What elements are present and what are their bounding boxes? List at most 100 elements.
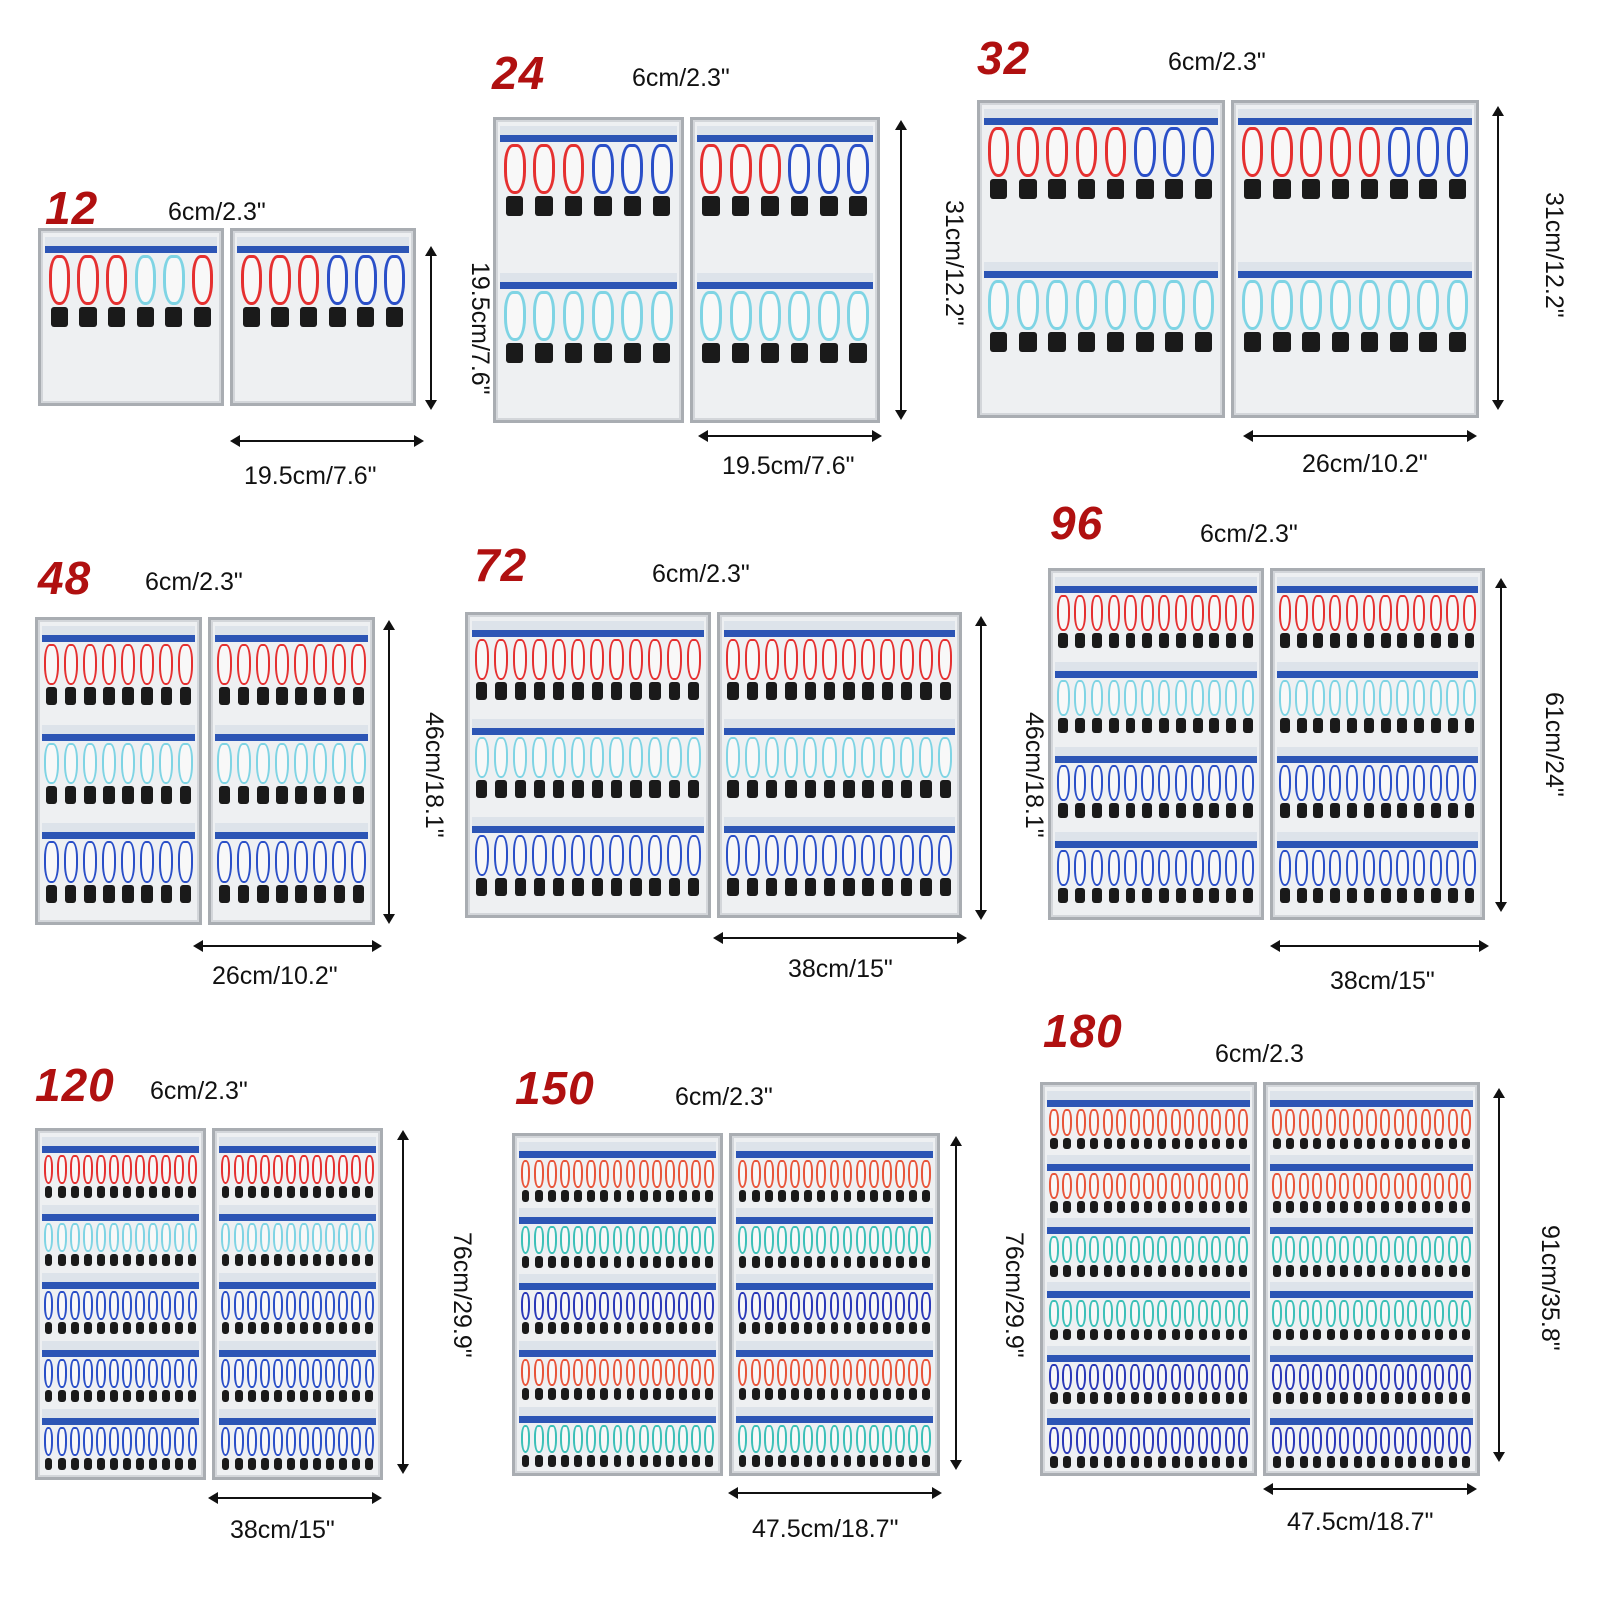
width-dimension-line	[1245, 435, 1475, 437]
key-tag	[650, 291, 673, 341]
key-tag	[1197, 1236, 1208, 1264]
key-icon	[626, 1322, 635, 1335]
key-tag	[803, 1160, 814, 1188]
key-icon	[1435, 1392, 1444, 1404]
key-tag	[220, 1427, 231, 1456]
key-icon	[1103, 1201, 1112, 1213]
name-label-strip	[736, 1406, 933, 1416]
key-icon	[1390, 179, 1408, 199]
key-tag	[1224, 1427, 1235, 1455]
key-icon	[1185, 1137, 1194, 1150]
key-icon	[1347, 887, 1357, 903]
key-tag	[351, 1155, 362, 1184]
key-icon	[1106, 179, 1125, 199]
key-icon	[1296, 802, 1307, 818]
key-tag	[560, 1160, 570, 1188]
key-icon	[1330, 632, 1341, 648]
key-icon	[1462, 1392, 1471, 1404]
key-icon	[514, 682, 526, 700]
hook-row	[723, 621, 955, 719]
key-tag	[299, 1359, 309, 1388]
height-dimension-line	[388, 622, 390, 922]
name-label-strip	[696, 273, 873, 282]
key-tag	[882, 1160, 892, 1188]
key-tags	[984, 127, 1218, 177]
key-tag	[272, 1427, 283, 1456]
key-icon	[1117, 1265, 1126, 1277]
key-tag	[1062, 1300, 1073, 1327]
key-icon	[738, 1189, 747, 1202]
key-icon	[692, 1322, 701, 1335]
key-tag	[1141, 680, 1154, 716]
key-tag	[628, 737, 644, 779]
arrow-right-icon	[872, 430, 882, 442]
key-icon	[260, 1321, 269, 1334]
key-tag	[841, 639, 856, 681]
key-tag	[161, 1359, 172, 1388]
key-tag	[908, 1358, 919, 1387]
key-icon	[149, 1457, 158, 1470]
key-icon	[521, 1255, 530, 1268]
key-icon	[1103, 1456, 1112, 1468]
key-icon	[326, 1457, 335, 1470]
key-icon	[1286, 1328, 1295, 1341]
key-icon	[1299, 1265, 1308, 1277]
key-icon	[705, 1388, 714, 1401]
key-icon	[1408, 1137, 1417, 1150]
key-tag	[95, 1359, 106, 1388]
key-cabinet-panel	[208, 617, 375, 925]
key-icon	[295, 786, 307, 804]
key-tag	[383, 255, 406, 305]
key-icon	[1125, 887, 1136, 903]
key-tag	[174, 1223, 185, 1252]
key-tag	[140, 841, 155, 883]
key-tag	[1116, 1363, 1127, 1391]
key-tag	[1434, 1172, 1445, 1200]
key-icon	[1117, 1137, 1126, 1150]
key-icon	[1175, 887, 1186, 903]
key-tag	[599, 1160, 610, 1188]
key-icon	[1272, 1328, 1281, 1341]
key-icon	[830, 1189, 839, 1202]
key-tag	[274, 644, 290, 686]
key-tag	[868, 1226, 879, 1254]
key-tag	[1295, 680, 1308, 716]
key-tag	[1184, 1172, 1195, 1200]
key-tag	[1429, 850, 1443, 886]
key-tag	[691, 1160, 702, 1188]
key-tag	[1312, 1300, 1323, 1327]
key-tag	[351, 1223, 362, 1252]
key-icon	[553, 878, 565, 896]
key-icon	[804, 780, 816, 798]
key-tag	[351, 1291, 362, 1320]
key-tag	[1461, 1363, 1472, 1391]
keys-row	[1055, 802, 1257, 818]
key-icon	[547, 1454, 556, 1467]
key-icon	[194, 307, 212, 327]
keys-row	[42, 884, 195, 903]
key-icon	[1158, 1328, 1167, 1341]
key-icon	[1142, 717, 1153, 733]
key-icon	[1159, 632, 1170, 648]
key-tag	[148, 1359, 159, 1388]
key-icon	[547, 1388, 556, 1401]
key-icon	[237, 786, 250, 804]
key-cabinet-panel	[716, 612, 962, 918]
key-icon	[1408, 1392, 1417, 1404]
key-tags	[42, 1291, 199, 1320]
key-tag	[1062, 1172, 1073, 1200]
key-tag	[1211, 1236, 1222, 1264]
key-tag	[1447, 1236, 1458, 1264]
hook-row	[1047, 1154, 1250, 1219]
key-icon	[1353, 1392, 1362, 1404]
key-icon	[1430, 717, 1441, 733]
key-tag	[134, 255, 156, 305]
key-icon	[830, 1388, 839, 1401]
key-icon	[1313, 1265, 1322, 1277]
key-icon	[1171, 1456, 1180, 1468]
key-icon	[883, 1255, 891, 1268]
key-icon	[218, 884, 231, 903]
key-icon	[1058, 717, 1069, 733]
key-tag	[1157, 1427, 1168, 1455]
key-cabinet-panel	[230, 228, 416, 406]
